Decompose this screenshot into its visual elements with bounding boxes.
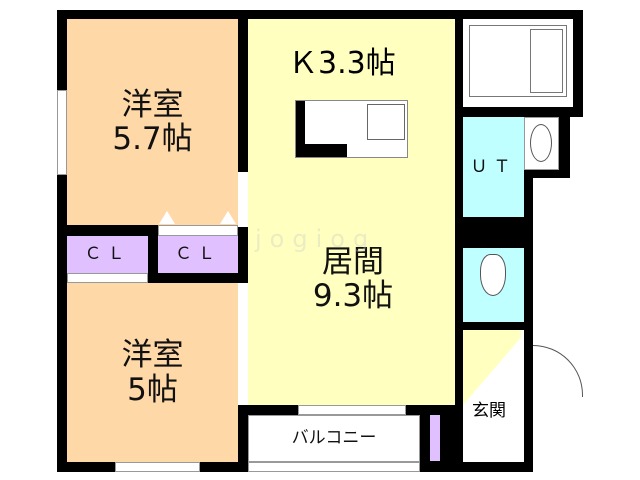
utility-room: ＵＴ: [463, 117, 524, 217]
room-size: 5.7帖: [112, 121, 193, 157]
kitchen-label: Ｋ3.3帖: [288, 46, 396, 81]
toilet-icon: [480, 254, 506, 296]
kitchen-counter: [295, 100, 408, 158]
shoe-closet: [430, 415, 440, 461]
balcony-label: バルコニー: [291, 428, 377, 449]
balcony: バルコニー: [248, 415, 420, 462]
closet-label: ＣＬ: [84, 244, 131, 265]
door-opening: [238, 283, 248, 405]
utility-label: ＵＴ: [470, 156, 517, 177]
bathtub-basin: [530, 29, 563, 93]
toilet-room: [463, 248, 524, 322]
door-opening: [238, 172, 248, 227]
living-room: [248, 19, 455, 405]
closet-2: ＣＬ: [158, 236, 238, 273]
sink: [367, 104, 405, 140]
room-size: 5帖: [127, 371, 178, 408]
window-balcony: [298, 405, 406, 415]
western-room-2: 洋室 5帖: [67, 283, 238, 462]
closet-1: ＣＬ: [67, 236, 148, 273]
window-bottom: [115, 462, 200, 472]
room-name: 洋室: [121, 86, 184, 123]
entrance-door: [533, 345, 583, 397]
living-label: 居間 9.3帖: [278, 245, 428, 313]
window-left: [57, 90, 67, 175]
closet-door: [67, 273, 148, 283]
closet-door: [158, 225, 238, 236]
western-room-1: 洋室 5.7帖: [67, 19, 238, 225]
bathroom: [463, 19, 573, 107]
door-marker: [220, 211, 236, 224]
room-size: 9.3帖: [312, 278, 394, 315]
watermark: jogiog: [255, 225, 377, 253]
door-marker: [159, 211, 175, 224]
washbasin: [524, 117, 559, 170]
closet-label: ＣＬ: [175, 244, 221, 265]
room-name: 居間: [322, 244, 384, 280]
window-balcony-bottom: [248, 462, 420, 472]
bathtub: [469, 25, 567, 97]
entrance-label: 玄関: [472, 401, 506, 421]
room-name: 洋室: [121, 337, 184, 374]
